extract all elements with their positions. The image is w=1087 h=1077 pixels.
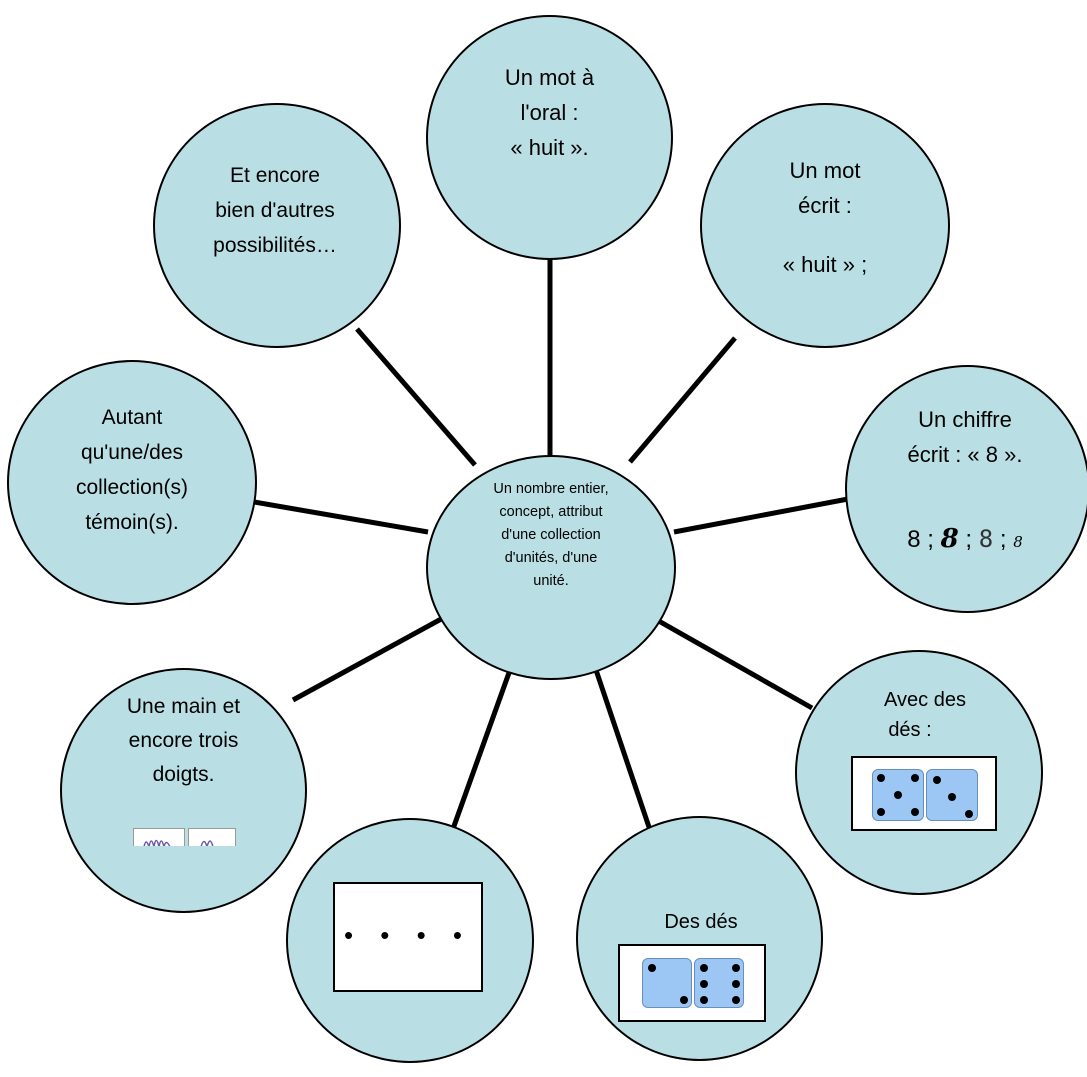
ecrit-line-1: Un mot xyxy=(789,158,861,183)
temoin-line-2: qu'une/des xyxy=(80,441,184,464)
chiffre-line-1: Un chiffre xyxy=(918,407,1012,432)
pip xyxy=(911,808,919,816)
ecrit-line-2: écrit : xyxy=(798,193,852,218)
des-avec-box xyxy=(851,756,997,831)
main-line-3: doigts. xyxy=(152,763,215,786)
die-six xyxy=(694,958,744,1008)
center-line-5: unité. xyxy=(533,573,569,589)
des-avec-line-2: dés : xyxy=(888,719,932,741)
oral-line-2: l'oral : xyxy=(520,100,579,125)
pip xyxy=(732,980,740,988)
pip xyxy=(648,964,656,972)
chiffre-label: Un chiffre écrit : « 8 ». xyxy=(860,402,1070,472)
pip xyxy=(877,774,885,782)
chiffre-variants: 8 ; 8 ; 8 ; 8 xyxy=(860,522,1070,560)
oral-line-3: « huit ». xyxy=(510,135,589,160)
main-line-2: encore trois xyxy=(128,729,239,752)
sep-2: ; xyxy=(965,526,973,553)
encore-line-3: possibilités… xyxy=(213,234,337,257)
pip xyxy=(732,996,740,1004)
pip xyxy=(911,774,919,782)
main-label: Une main et encore trois doigts. xyxy=(80,690,287,792)
pip xyxy=(894,791,902,799)
pip xyxy=(877,808,885,816)
pip xyxy=(680,996,688,1004)
digit-8-bold: 8 xyxy=(940,524,959,554)
des-avec-label: Avec des dés : xyxy=(830,685,990,745)
pip xyxy=(933,776,941,784)
node-main xyxy=(60,668,307,913)
pip xyxy=(700,980,708,988)
center-node xyxy=(426,455,676,680)
encore-line-1: Et encore xyxy=(230,164,320,187)
die-three xyxy=(926,769,978,821)
sep-1: ; xyxy=(927,526,934,553)
center-line-3: d'une collection xyxy=(501,527,601,543)
temoin-line-3: collection(s) xyxy=(75,476,189,499)
ecrit-line-4: « huit » ; xyxy=(782,252,868,277)
node-chiffre xyxy=(845,365,1087,613)
die-two xyxy=(642,958,692,1008)
points-box xyxy=(333,882,483,992)
hand-images xyxy=(133,828,236,846)
digit-8-plain: 8 xyxy=(907,526,921,553)
sep-3: ; xyxy=(999,526,1007,553)
pip xyxy=(965,810,973,818)
center-line-1: Un nombre entier, xyxy=(493,481,609,497)
main-line-1: Une main et xyxy=(126,695,241,718)
points-dots: • • • • xyxy=(343,920,473,950)
oral-label: Un mot à l'oral : « huit ». xyxy=(446,60,653,165)
hand-three-icon xyxy=(200,840,214,846)
hand-three-image xyxy=(188,828,236,846)
chiffre-line-2: écrit : « 8 ». xyxy=(907,442,1023,467)
connector-des xyxy=(593,669,655,837)
connector-points xyxy=(446,669,513,841)
temoin-line-1: Autant xyxy=(101,406,163,429)
temoin-label: Autant qu'une/des collection(s) témoin(s… xyxy=(27,400,237,540)
digit-8-outline: 8 xyxy=(978,525,994,553)
pip xyxy=(700,996,708,1004)
ecrit-line-3 xyxy=(720,223,930,247)
ecrit-label: Un mot écrit : « huit » ; xyxy=(720,153,930,282)
hand-five-image xyxy=(133,828,185,846)
node-ecrit xyxy=(700,103,950,348)
encore-line-2: bien d'autres xyxy=(215,199,335,222)
center-line-4: d'unités, d'une xyxy=(504,550,598,566)
des-avec-line-1: Avec des xyxy=(884,689,966,711)
des-label: Des dés xyxy=(664,911,738,933)
die-four xyxy=(872,769,924,821)
connector-temoin xyxy=(253,499,429,535)
digit-8-script: 8 xyxy=(1013,533,1023,551)
des-box xyxy=(618,944,766,1022)
connector-chiffre xyxy=(673,496,849,535)
center-label: Un nombre entier, concept, attribut d'un… xyxy=(446,478,656,593)
center-line-2: concept, attribut xyxy=(499,504,603,520)
oral-line-1: Un mot à xyxy=(504,65,595,90)
connector-des-avec xyxy=(655,617,814,711)
pip xyxy=(700,964,708,972)
node-encore xyxy=(153,103,401,348)
connector-ecrit xyxy=(628,336,737,464)
hand-five-icon xyxy=(143,839,171,846)
pip xyxy=(732,964,740,972)
node-oral xyxy=(426,15,673,260)
temoin-line-4: témoin(s). xyxy=(85,511,179,534)
pip xyxy=(948,793,956,801)
node-temoin xyxy=(7,360,257,605)
encore-label: Et encore bien d'autres possibilités… xyxy=(170,158,380,263)
connector-main xyxy=(291,615,445,703)
connector-encore xyxy=(355,327,477,467)
